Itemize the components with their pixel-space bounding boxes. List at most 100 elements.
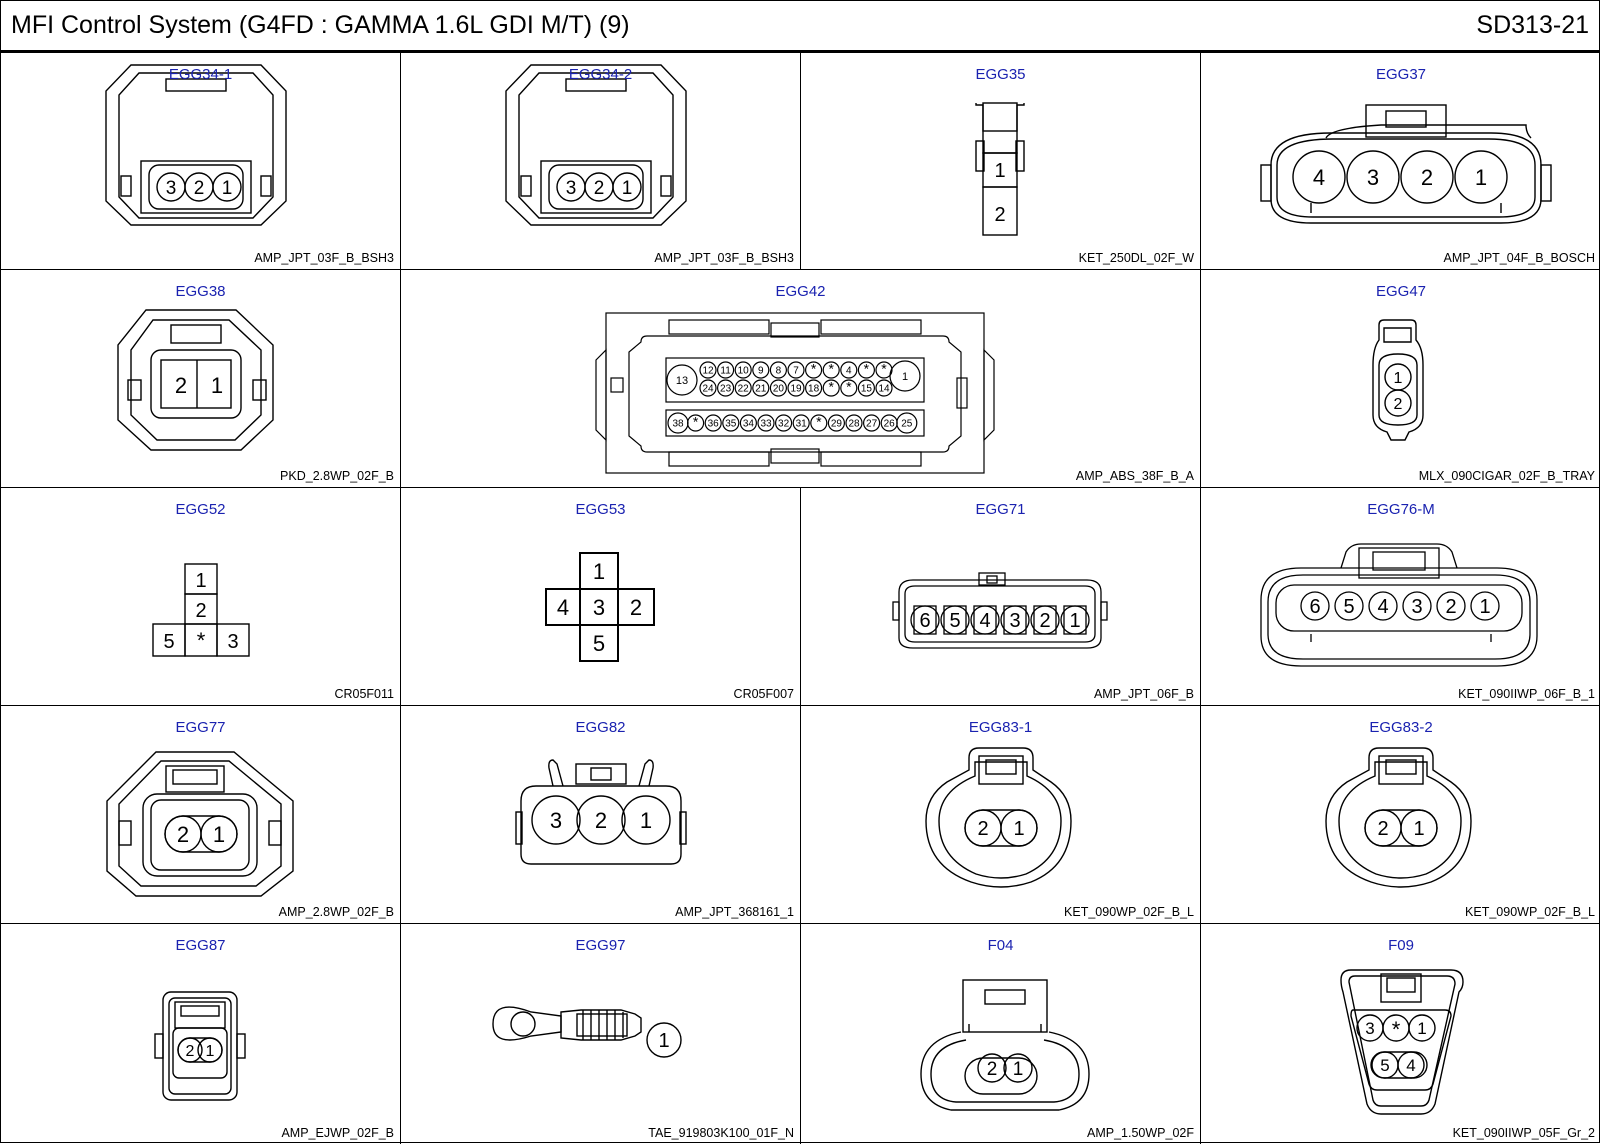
pin-label: 22: [738, 384, 750, 395]
connector-name: EGG97: [575, 937, 626, 954]
pin-circle: [734, 379, 752, 397]
pin-label: 5: [1343, 596, 1354, 618]
pin-label: 2: [987, 1059, 998, 1080]
pin-label: 1: [902, 371, 908, 383]
pin-label: 1: [1013, 818, 1024, 840]
connector-type: AMP_JPT_03F_B_BSH3: [254, 251, 394, 265]
pin-label: 3: [1367, 165, 1379, 190]
pin-circle: [840, 361, 858, 379]
pin-label: 4: [1313, 165, 1325, 190]
page-header: MFI Control System (G4FD : GAMMA 1.6L GD…: [1, 1, 1599, 53]
pin-circle: [822, 379, 840, 397]
pin-label: 2: [595, 808, 607, 833]
connector-name: EGG42: [775, 283, 826, 300]
pin-label: 24: [702, 384, 714, 395]
connector-cell: 2 1 EGG83-2 KET_090WP_02F_B_L: [1201, 706, 1600, 924]
pin-label: 3: [227, 631, 238, 653]
connector-type: AMP_1.50WP_02F: [1087, 1126, 1194, 1140]
pin-label: 28: [848, 419, 860, 430]
pin-label: *: [811, 361, 817, 377]
pin-circle: [822, 361, 840, 379]
connector-name: EGG83-1: [968, 719, 1033, 736]
pin-label: 2: [195, 600, 206, 622]
pin-circle: [805, 379, 823, 397]
pin-label: 27: [866, 419, 878, 430]
pin-label: 18: [808, 384, 820, 395]
pin-label: 15: [861, 384, 873, 395]
pin-label: *: [864, 361, 870, 377]
pin-label: 3: [1411, 596, 1422, 618]
pin-label: 3: [550, 808, 562, 833]
connector-name: EGG76-M: [1367, 501, 1435, 518]
connector-name: EGG38: [175, 283, 226, 300]
pin-label: 5: [593, 631, 605, 656]
pin-circle: [757, 414, 775, 432]
pin-label: 32: [778, 419, 790, 430]
pin-label: 1: [211, 373, 223, 398]
connector-cell: 2 1 EGG38 PKD_2.8WP_02F_B: [1, 270, 401, 488]
connector-name: EGG53: [575, 501, 626, 518]
connector-cell: 3 2 1 EGG82 AMP_JPT_368161_1: [401, 706, 801, 924]
connector-cell: 1 2 EGG35 KET_250DL_02F_W: [801, 53, 1201, 270]
connector-type: AMP_JPT_04F_B_BOSCH: [1443, 251, 1595, 265]
pin-circle: [827, 414, 845, 432]
pin-circle: [717, 361, 735, 379]
pin-circle: [775, 414, 793, 432]
pin-label: 2: [594, 178, 605, 199]
pin-label: *: [197, 628, 206, 653]
pin-circle: [896, 412, 918, 434]
pin-circle: [810, 414, 828, 432]
connector-type: KET_090WP_02F_B_L: [1064, 905, 1194, 919]
connector-type: AMP_JPT_368161_1: [675, 905, 794, 919]
pin-circle: [722, 414, 740, 432]
pin-label: 33: [760, 419, 772, 430]
pin-label: 1: [640, 808, 652, 833]
pin-circle: [699, 361, 717, 379]
connector-cell: 3 2 1 EGG34-1 AMP_JPT_03F_B_BSH3: [1, 53, 401, 270]
pin-label: 2: [1039, 610, 1050, 632]
pin-label: 21: [755, 384, 767, 395]
pin-label: *: [828, 379, 834, 395]
pin-label: 3: [166, 178, 177, 199]
pin-label: 5: [1380, 1056, 1389, 1075]
pin-label: 25: [901, 419, 913, 430]
pin-label: 12: [702, 366, 714, 377]
connector-type: AMP_EJWP_02F_B: [281, 1126, 394, 1140]
connector-name: EGG83-2: [1369, 719, 1433, 736]
connector-cell: 2 1 EGG87 AMP_EJWP_02F_B: [1, 924, 401, 1144]
pin-label: 1: [593, 559, 605, 584]
pin-label: 2: [194, 178, 205, 199]
pin-label: 29: [831, 419, 843, 430]
pin-circle: [769, 361, 787, 379]
pin-label: 1: [1069, 610, 1080, 632]
pin-label: 1: [195, 570, 206, 592]
connector-type: MLX_090CIGAR_02F_B_TRAY: [1418, 469, 1595, 483]
pin-label: *: [846, 379, 852, 395]
pin-label: 1: [213, 822, 225, 847]
pin-label: *: [1392, 1017, 1401, 1042]
pin-label: 2: [1394, 396, 1403, 413]
pin-label: 10: [738, 366, 750, 377]
connector-cell: 3 * 1 5 4 F09 KET_090IIWP_05F_Gr_2: [1201, 924, 1600, 1144]
connector-cell: 1 EGG97 TAE_919803K100_01F_N: [401, 924, 801, 1144]
pin-circle: [840, 379, 858, 397]
pin-label: 20: [773, 384, 785, 395]
connector-name: EGG87: [175, 937, 226, 954]
connector-type: CR05F007: [733, 687, 794, 701]
pin-label: 2: [630, 595, 642, 620]
pin-label: 8: [776, 366, 782, 377]
pin-label: 1: [622, 178, 633, 199]
connector-type: KET_250DL_02F_W: [1078, 251, 1194, 265]
pin-label: 2: [994, 204, 1005, 226]
pin-label: 3: [593, 595, 605, 620]
pin-circle: [787, 361, 805, 379]
pin-label: 3: [566, 178, 577, 199]
pin-label: 1: [206, 1043, 215, 1060]
pin-label: 11: [720, 366, 731, 377]
pin-circle: [787, 379, 805, 397]
connector-cell: 2 1 EGG83-1 KET_090WP_02F_B_L: [801, 706, 1201, 924]
pin-label: 31: [796, 419, 808, 430]
pin-label: 2: [977, 818, 988, 840]
pin-label: 4: [1377, 596, 1388, 618]
pin-label: 3: [1365, 1019, 1374, 1038]
